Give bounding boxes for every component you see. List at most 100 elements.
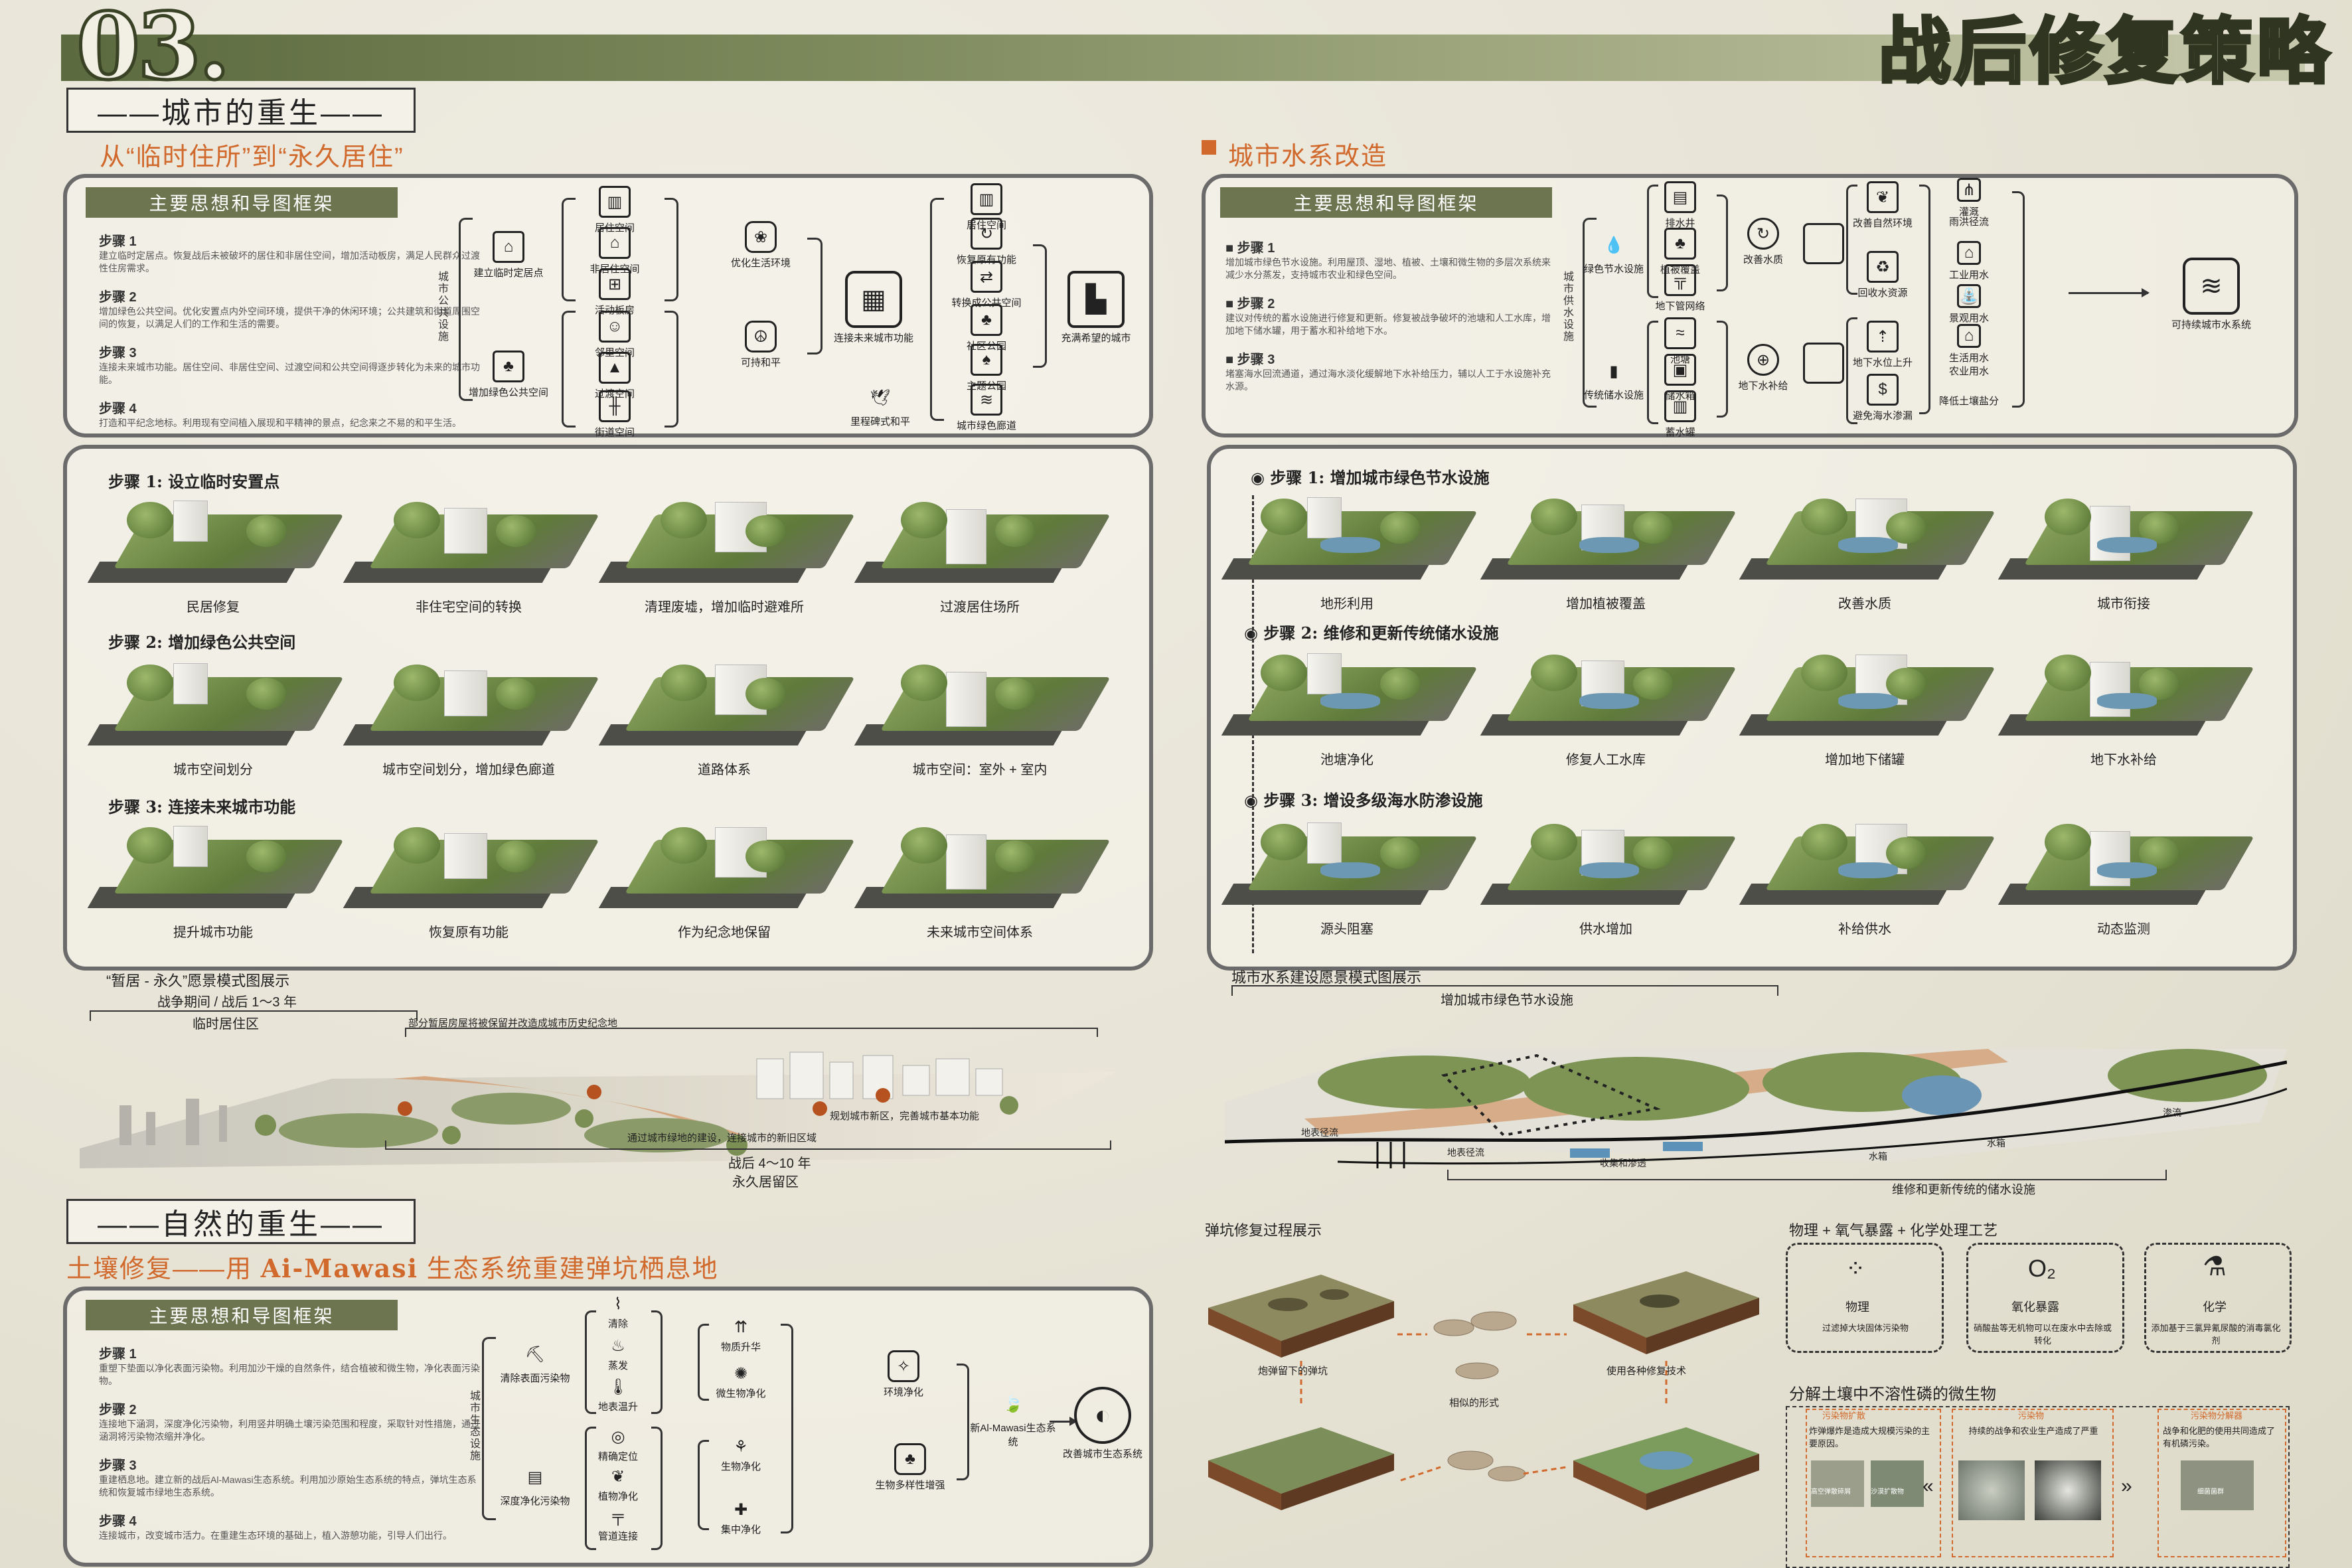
scene-illustration xyxy=(1480,635,1737,747)
node-temporary-settlement: ⌂建立临时定居点 xyxy=(465,231,552,279)
phase-step-3: ◉ 步骤 3: 增设多级海水防渗设施 xyxy=(1244,791,1483,810)
irrigation-icon: ⋔ xyxy=(1957,178,1981,202)
globe-icon: ◉ xyxy=(1244,791,1264,810)
scene-caption: 修复人工水库 xyxy=(1566,753,1646,767)
scene-caption: 非住宅空间的转换 xyxy=(416,600,522,615)
scene-caption: 池塘净化 xyxy=(1320,753,1373,767)
water-vision-top: 增加城市绿色节水设施 xyxy=(1441,993,1573,1008)
swap-icon: ⇄ xyxy=(971,261,1002,293)
scene-caption: 城市空间划分，增加绿色廊道 xyxy=(382,763,555,777)
scene-caption: 道路体系 xyxy=(698,763,751,777)
micrograph-image xyxy=(1871,1460,1924,1507)
city-section-title: ——城市的重生—— xyxy=(66,88,416,133)
vision-zone-1: 临时居住区 xyxy=(193,1017,259,1032)
node-green-corridor: ≋城市绿色廊道 xyxy=(943,384,1030,432)
node-seawater-leak: $避免海水渗漏 xyxy=(1846,374,1919,422)
scene-caption: 城市空间划分 xyxy=(173,763,253,777)
micrograph-label: 高空弹散碎屑 xyxy=(1811,1488,1851,1496)
node-surface-temp: 🌡地表温升 xyxy=(597,1377,638,1413)
brace xyxy=(698,1324,709,1401)
section-number: 03. xyxy=(74,0,232,100)
node-recycle-water: ♻回收水资源 xyxy=(1846,251,1919,299)
vision-title: “暂居 - 永久”愿景模式图展示 xyxy=(106,973,290,989)
tree-bench-icon: ♣ xyxy=(493,351,524,382)
scene-caption: 恢复原有功能 xyxy=(429,925,509,940)
vision-zone-2: 永久居留区 xyxy=(732,1175,799,1190)
scene-illustration xyxy=(1739,804,1996,917)
scene-caption: 城市空间：室外 + 室内 xyxy=(912,763,1048,777)
street-icon: ╫ xyxy=(599,390,631,422)
node-optimize-life: ❀优化生活环境 xyxy=(718,221,804,270)
process-desc: 硝酸盐等无机物可以在废水中去除或转化 xyxy=(1973,1323,2112,1346)
scene-illustration xyxy=(1221,804,1478,917)
node-deep-purify: ▤深度净化污染物 xyxy=(492,1463,578,1508)
node-biodiversity: ♣生物多样性增强 xyxy=(864,1443,957,1492)
process-name: 化学 xyxy=(2203,1300,2227,1314)
nature-framework-panel: 主要思想和导图框架 步骤 1 重塑下垫面以净化表面污染物。利用加沙干燥的自然条件… xyxy=(63,1287,1153,1567)
node-bio-purify: ⚘生物净化 xyxy=(720,1437,761,1473)
evaporate-icon: ♨ xyxy=(611,1336,625,1355)
node-neighborhood: ☺邻里空间 xyxy=(578,311,651,359)
step-text: 连接城市，改变城市活力。在重建生态环境的基础上，植入游憩功能，引导人们出行。 xyxy=(99,1530,452,1541)
scene-caption: 地形利用 xyxy=(1320,597,1373,611)
node-irrigation: ⋔灌溉 xyxy=(1929,178,2009,218)
crater-label-b: 相似的形式 xyxy=(1449,1397,1500,1409)
node-sustainable-water: ≋可持续城市水系统 xyxy=(2161,258,2261,331)
brace xyxy=(585,1427,596,1550)
vision-note-1: 部分暂居房屋将被保留并改造成城市历史纪念地 xyxy=(408,1018,618,1029)
bracket xyxy=(1447,1170,2167,1180)
scene-illustration xyxy=(343,807,599,920)
step-text: 连接地下涵洞，深度净化污染物，利用竖井明确土壤污染范围和程度，采取针对性措施，通… xyxy=(99,1419,480,1442)
node-pond: ≈池塘 xyxy=(1644,317,1717,366)
node-restore: ↻恢复原有功能 xyxy=(943,218,1030,266)
thermometer-icon: 🌡 xyxy=(607,1377,629,1396)
scene-illustration xyxy=(1998,804,2254,917)
scene-caption: 供水增加 xyxy=(1579,922,1632,937)
corridor-icon: ≋ xyxy=(971,384,1002,416)
city-framework-panel: 主要思想和导图框架 步骤 1 建立临时定居点。恢复战后未被破坏的居住和非居住空间… xyxy=(63,174,1153,438)
nature-section-title: ——自然的重生—— xyxy=(66,1199,416,1244)
brace xyxy=(482,1337,496,1520)
node-natural-env: ❦改善自然环境 xyxy=(1846,181,1919,230)
step-heading: 步骤 2 xyxy=(99,290,137,305)
process-title: 物理 + 氧气暴露 + 化学处理工艺 xyxy=(1789,1222,1998,1239)
city-network-icon: ▦ xyxy=(845,271,902,328)
biodiversity-icon: ♣ xyxy=(894,1443,926,1475)
microbe-desc: 战争和化肥的使用共同造成了有机磷污染。 xyxy=(2163,1426,2276,1449)
scene-illustration xyxy=(598,482,855,595)
chevron-right-icon: » xyxy=(2121,1475,2132,1497)
step-heading: ■ 步骤 2 xyxy=(1225,297,1275,311)
plant-icon: ❦ xyxy=(611,1467,625,1486)
node-green-public-space: ♣增加绿色公共空间 xyxy=(465,351,552,399)
brace xyxy=(651,1310,663,1414)
brace xyxy=(1846,317,1857,424)
microbe-box xyxy=(1952,1409,2114,1557)
bio-icon: ⚘ xyxy=(734,1437,748,1456)
process-desc: 添加基于三氯异氰尿酸的消毒氯化剂 xyxy=(2151,1323,2281,1346)
vision-period-1: 战争期间 / 战后 1～3 年 xyxy=(157,995,297,1010)
shield-icon: $ xyxy=(1867,374,1899,406)
node-improve-quality: ↻改善水质 xyxy=(1727,218,1800,266)
step-text: 建立临时定居点。恢复战后未被破坏的居住和非居住空间，增加活动板房，满足人民群众过… xyxy=(99,250,480,274)
scene-illustration xyxy=(1480,804,1737,917)
step-text: 重塑下垫面以净化表面污染物。利用加沙干燥的自然条件，结合植被和微生物，净化表面污… xyxy=(99,1363,480,1386)
phase-step-2: 步骤 2: 增加绿色公共空间 xyxy=(108,633,296,652)
step-text: 增加城市绿色节水设施。利用屋顶、湿地、植被、土壤和微生物的多层次系统来减少水分蒸… xyxy=(1225,257,1551,280)
vertical-label: 城市供水设施 xyxy=(1561,271,1573,343)
building-icon: ▥ xyxy=(599,186,631,218)
vertical-label: 城市公共设施 xyxy=(436,271,447,343)
scene-caption: 作为纪念地保留 xyxy=(678,925,771,940)
cycle-icon: ↻ xyxy=(1747,218,1779,250)
phase-step-1: ◉ 步骤 1: 增加城市绿色节水设施 xyxy=(1251,468,1490,487)
scene-caption: 源头阻塞 xyxy=(1320,922,1373,937)
process-box-oxidation xyxy=(1966,1243,2124,1353)
bracket xyxy=(1231,985,1778,996)
microbe-title: 分解土壤中不溶性磷的微生物 xyxy=(1789,1385,1996,1403)
microbe-desc: 炸弹爆炸是造成大规模污染的主要原因。 xyxy=(1809,1426,1930,1449)
water-label: 水箱 xyxy=(1987,1138,2005,1148)
water-label: 渗流 xyxy=(2163,1107,2181,1118)
crater-label-c: 使用各种修复技术 xyxy=(1607,1366,1687,1377)
scene-illustration xyxy=(87,482,344,595)
node-water-level-rise: ⇡地下水位上升 xyxy=(1846,321,1919,369)
framework-title: 主要思想和导图框架 xyxy=(86,1300,398,1330)
